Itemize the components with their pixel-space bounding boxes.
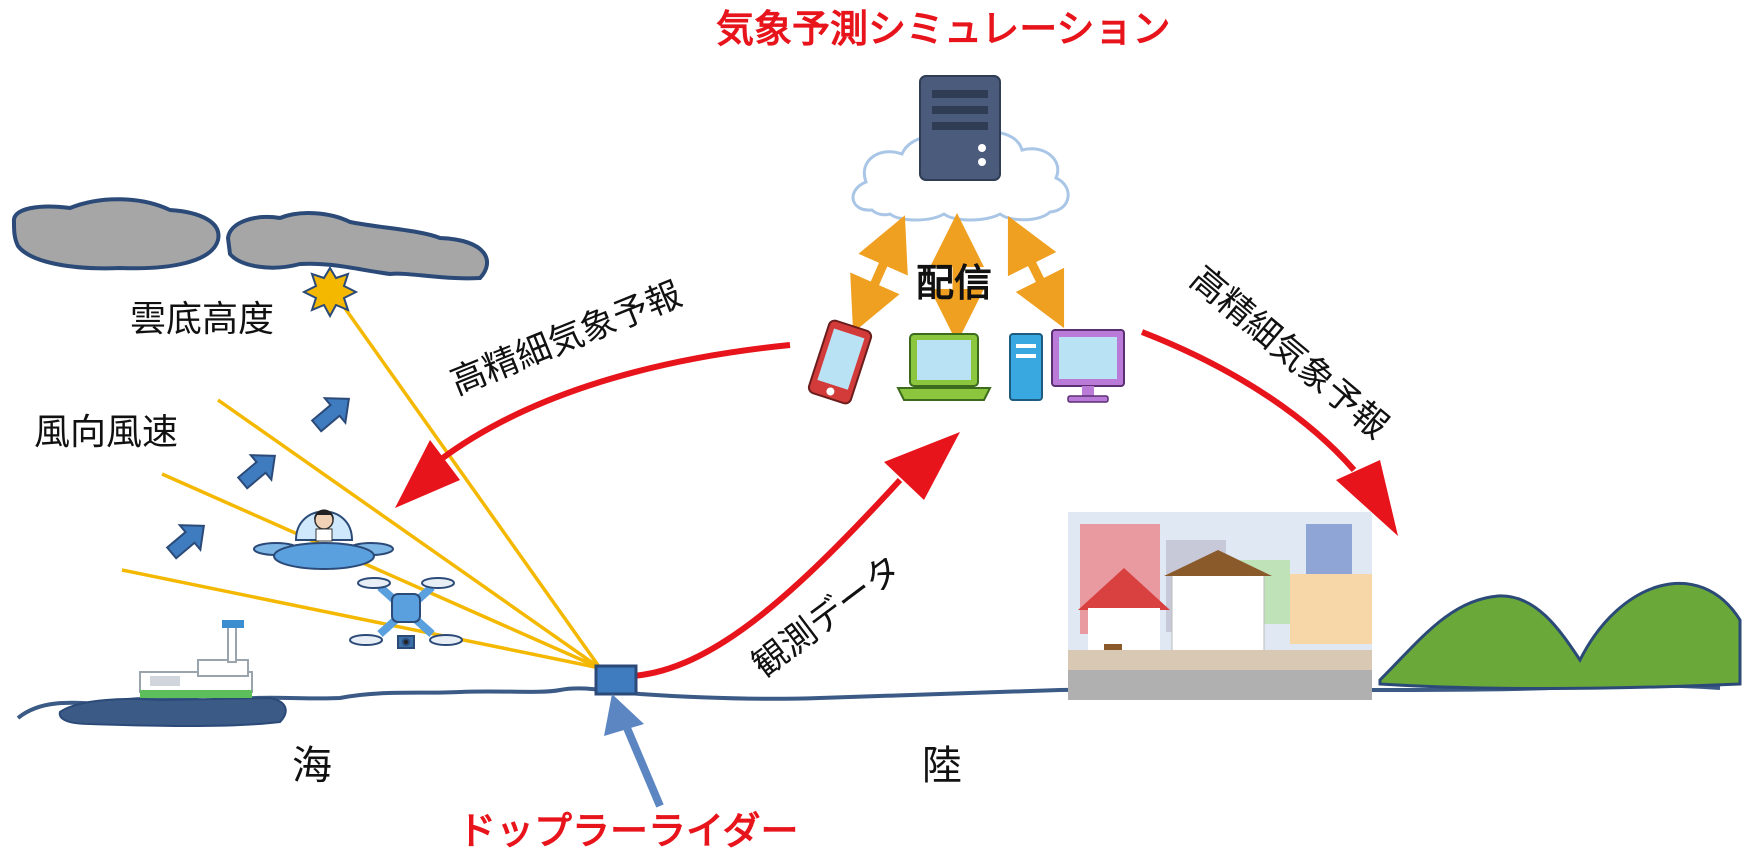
forecast-arrow-right [1140,329,1398,536]
wind-arrows [165,397,351,560]
laser-beam [121,568,601,670]
lidar-label: ドップラーライダー [458,809,799,853]
laser-beams [121,288,602,670]
laser-beam [161,472,601,670]
cloud-server-icon [851,75,1070,222]
impact-burst-icon [301,266,359,319]
lidar-device-icon [594,664,638,696]
wind-arrow-icon [310,397,351,433]
smartphone-icon [807,319,873,405]
sea-area [58,696,287,727]
hills-icon [1378,581,1742,690]
laptop-icon [896,333,992,401]
laser-beam [216,398,602,670]
land-label: 陸 [922,743,962,789]
forecast-arrow-left [395,342,791,508]
distribution-label: 配信 [916,261,993,305]
server-icon [919,75,1001,181]
town-icon [1068,512,1372,700]
wind-label: 風向風速 [34,412,179,453]
lidar-pointer-arrow [604,694,664,808]
desktop-pc-icon [1009,329,1125,403]
simulation-title: 気象予測シミュレーション [716,7,1171,51]
rain-cloud-icon [12,197,490,281]
wind-arrow-icon [236,454,277,490]
sync-arrows [850,213,1065,343]
cloud-base-height-label: 雲底高度 [130,299,275,340]
sea-label: 海 [292,743,332,789]
flying-car-icon [253,509,394,570]
drone-icon [349,577,463,649]
observation-arrow [631,432,960,679]
ship-icon [139,620,253,698]
laser-beam-cloud [330,288,602,670]
wind-arrow-icon [165,524,206,560]
